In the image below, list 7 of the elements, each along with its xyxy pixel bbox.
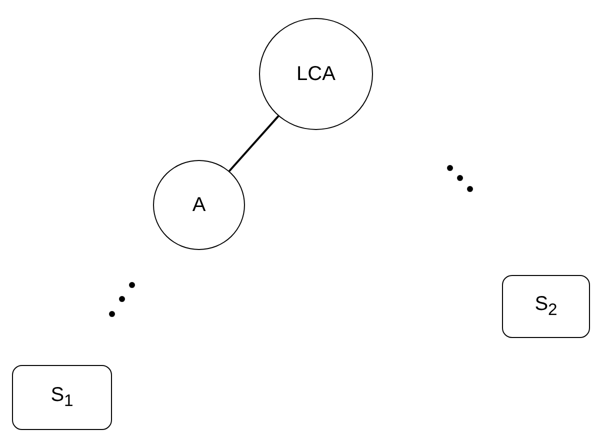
rounded-box (502, 275, 590, 338)
node-label: S$_{1}$ (50, 384, 74, 411)
node-label: A (192, 194, 206, 216)
connector-line (228, 115, 280, 172)
node-label: LCA (296, 62, 336, 86)
node-label: S$_{2}$ (534, 293, 558, 320)
rounded-box (12, 365, 112, 430)
